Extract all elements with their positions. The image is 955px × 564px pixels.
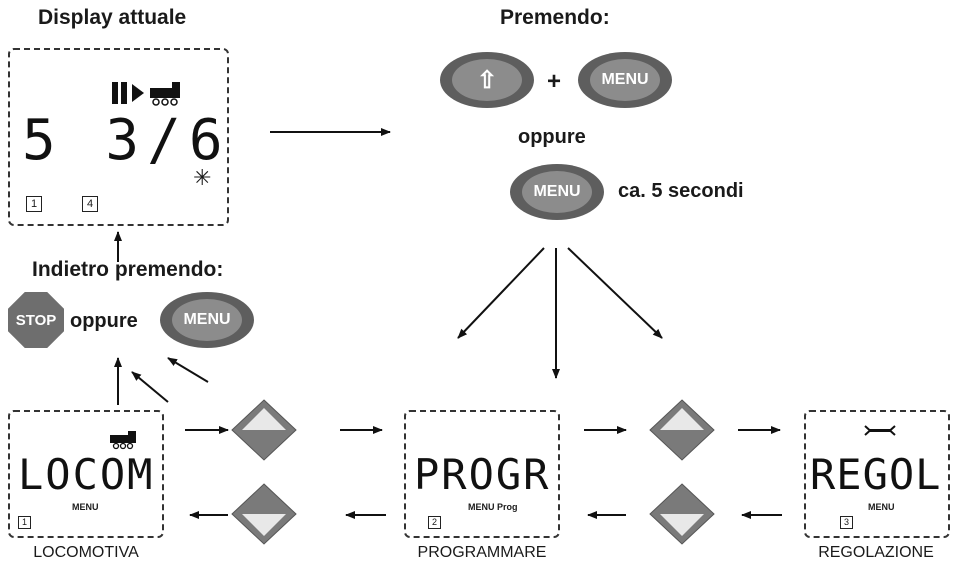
arrow-diag-2: [167, 357, 209, 383]
current-display-heading: Display attuale: [38, 6, 187, 29]
key-indicator-4: 4: [82, 196, 98, 212]
screen-key: 2: [428, 516, 441, 529]
screen-regolazione: REGOL MENU 3: [804, 410, 950, 538]
diamond-button-up-2: [649, 399, 715, 461]
diamond-button-down-2: [649, 483, 715, 545]
screen-value: PROGR: [414, 450, 551, 499]
caption-programmare: PROGRAMMARE: [417, 544, 547, 561]
current-display-lcd: 5 3/6 ✳ 1 4: [8, 48, 229, 226]
oppure-text: oppure: [518, 126, 586, 148]
screen-key: 3: [840, 516, 853, 529]
screen-value: REGOL: [810, 450, 942, 499]
screen-locomotiva: LOCOM MENU 1: [8, 410, 164, 538]
back-pressing-heading: Indietro premendo:: [32, 258, 224, 281]
screen-programmare: PROGR MENU Prog 2: [404, 410, 560, 538]
diamond-button-down-1: [231, 483, 297, 545]
stop-button[interactable]: STOP: [8, 292, 64, 348]
shift-arrow-icon: ⇧: [452, 59, 522, 101]
key-indicator-1: 1: [26, 196, 42, 212]
plus-sign: +: [547, 68, 562, 95]
wrench-icon: [864, 425, 896, 436]
arrow-to-regol: [567, 247, 663, 339]
menu-button-back[interactable]: MENU: [160, 292, 254, 348]
menu-button-label: MENU: [172, 299, 242, 341]
star-icon: ✳: [193, 165, 212, 190]
current-display-value: 5 3/6: [22, 108, 231, 173]
caption-regolazione: REGOLAZIONE: [818, 544, 934, 561]
shift-button[interactable]: ⇧: [440, 52, 534, 108]
play-train-icon: [112, 82, 180, 106]
menu-button-long[interactable]: MENU: [510, 164, 604, 220]
arrow-diag-1: [131, 371, 169, 403]
caption-locomotiva: LOCOMOTIVA: [33, 544, 139, 561]
menu-button-label: MENU: [590, 59, 660, 101]
pressing-heading: Premendo:: [500, 6, 610, 29]
screen-key: 1: [18, 516, 31, 529]
arrow-to-locom: [457, 247, 545, 339]
diamond-button-up-1: [231, 399, 297, 461]
screen-menu-label: MENU Prog: [468, 502, 518, 512]
train-icon: [110, 431, 136, 450]
screen-menu-label: MENU: [868, 502, 895, 512]
oppure-text-back: oppure: [70, 310, 138, 332]
screen-menu-label: MENU: [72, 502, 99, 512]
menu-button-label: MENU: [522, 171, 592, 213]
screen-value: LOCOM: [18, 450, 155, 499]
menu-button-top[interactable]: MENU: [578, 52, 672, 108]
ca-5-secondi-text: ca. 5 secondi: [618, 180, 744, 202]
